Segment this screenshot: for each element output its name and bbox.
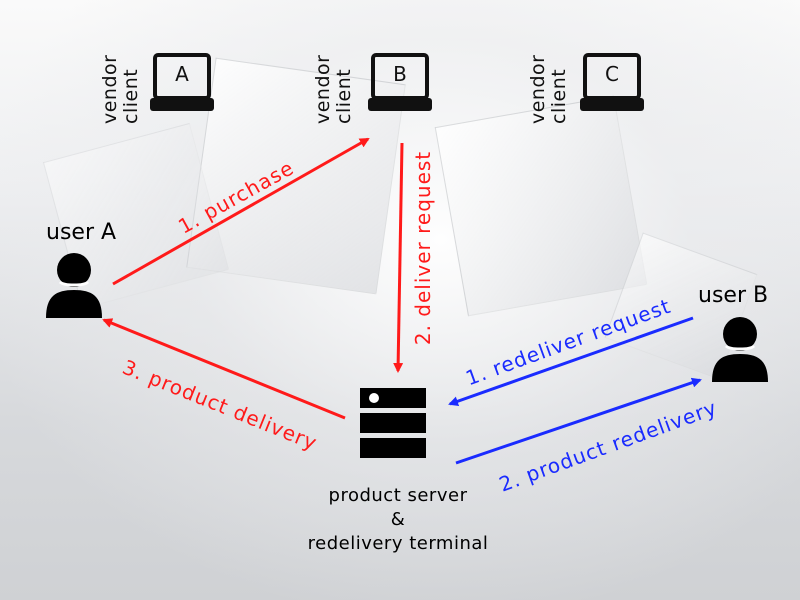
user-a-label: user A [46,220,117,245]
purchase-arrow [112,137,370,286]
laptop-icon [580,53,644,111]
server-label-line-2: & [390,509,406,530]
product-redelivery-arrow [455,377,702,465]
laptop-icon [368,53,432,111]
server-label-line-1: product server [328,485,468,506]
user-b-label: user B [698,283,769,308]
user-b-person-icon[interactable] [710,316,770,384]
server-icon[interactable] [360,388,426,458]
user-a-person-icon[interactable] [44,252,104,320]
server-label-line-3: redelivery terminal [307,533,489,554]
vendor-client-letter: C [605,62,619,86]
deliver-request-label: 2. deliver request [411,150,436,346]
vendor-client-c[interactable]: C [580,52,644,116]
product-delivery-arrow [102,318,346,420]
vendor-client-letter: A [175,62,189,86]
server-label: product server & redelivery terminal [268,484,528,556]
vendor-client-letter: B [393,62,407,86]
deliver-request-arrow [393,142,404,373]
laptop-icon [150,53,214,111]
vendor-client-b[interactable]: B [368,52,432,116]
vendor-client-a[interactable]: A [150,52,214,116]
redeliver-request-arrow [448,316,694,407]
